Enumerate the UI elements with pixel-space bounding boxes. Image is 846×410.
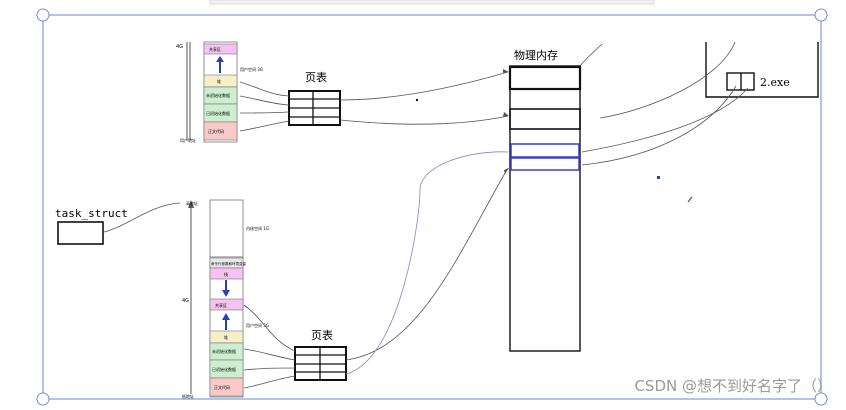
memory-block-shared-2: [510, 157, 580, 171]
kernel-space-block: [209, 199, 244, 258]
connectors-top: [239, 41, 749, 166]
exe-file-label: 2.exe: [760, 76, 790, 89]
toolbar-edge: [209, 0, 655, 5]
bottom-heap-grow-arrow-icon: [222, 313, 230, 320]
memory-block-2: [509, 108, 581, 130]
svg-text:堆: 堆: [224, 334, 228, 340]
svg-text:堆: 堆: [217, 78, 221, 84]
disk-area: 2.exe: [705, 42, 819, 98]
physical-memory: [508, 65, 582, 352]
svg-text:命令行参数和环境变量: 命令行参数和环境变量: [211, 261, 246, 266]
resize-handle-bottom-right[interactable]: [814, 392, 828, 406]
resize-handle-top-right[interactable]: [814, 8, 828, 22]
pencil-mark: [687, 196, 693, 203]
stack-grow-arrow-icon: [222, 290, 230, 297]
bottom-low-address: 低地址: [182, 393, 194, 399]
top-segment-text: [203, 121, 238, 141]
bottom-page-table-label: 页表: [311, 328, 333, 342]
watermark: CSDN @想不到好名字了（）: [634, 377, 832, 395]
bottom-size-label: 4G: [182, 298, 189, 304]
svg-text:已初始化数据: 已初始化数据: [212, 366, 236, 372]
svg-text:共享区: 共享区: [215, 302, 227, 308]
bottom-segment-text: [209, 377, 244, 397]
connectors-bottom: [103, 167, 509, 389]
memory-block-shared-1: [510, 143, 580, 158]
bottom-page-table: [294, 346, 347, 381]
bottom-address-space: 高地址 4G 低地址 内核空间 1G 命令行参数和环境变量 栈 共享区 堆 未初…: [182, 199, 269, 399]
top-bottom-label: 用户地址: [180, 137, 196, 143]
heap-grow-arrow-icon: [216, 56, 224, 62]
top-page-table-label: 页表: [305, 70, 327, 84]
top-low-address: 4G: [176, 44, 183, 50]
shared-mapping-connector: [345, 151, 509, 375]
physical-memory-label: 物理内存: [514, 48, 558, 62]
bottom-side-note: 用户空间 3G: [246, 322, 269, 328]
svg-text:栈: 栈: [224, 271, 228, 277]
resize-handle-bottom-left[interactable]: [36, 392, 50, 406]
top-segment-shared: [203, 43, 238, 55]
kernel-note: 内核空间 1G: [246, 225, 269, 231]
bottom-segment-shared: [209, 298, 244, 311]
top-address-space: 4G 用户地址 共享区 堆 未初始化数据 已初始化数据 正文代码 用户空间 3G: [176, 41, 263, 143]
task-struct-box: [57, 221, 104, 245]
top-page-table: [288, 90, 341, 126]
resize-handle-top-left[interactable]: [36, 8, 50, 22]
memory-block-1: [508, 65, 582, 91]
svg-text:已初始化数据: 已初始化数据: [206, 110, 230, 116]
svg-text:未初始化数据: 未初始化数据: [212, 348, 236, 354]
svg-text:未初始化数据: 未初始化数据: [206, 92, 230, 98]
bottom-top-address: 高地址: [186, 200, 198, 206]
svg-text:共享区: 共享区: [209, 46, 221, 52]
svg-text:正文代码: 正文代码: [208, 128, 224, 134]
task-struct-label: task_struct: [55, 207, 128, 220]
bottom-segment-stack: [209, 267, 244, 280]
svg-text:正文代码: 正文代码: [214, 384, 230, 390]
selection-frame: [42, 14, 822, 400]
stray-mark: [657, 176, 660, 179]
top-side-note: 用户空间 3G: [240, 66, 263, 72]
